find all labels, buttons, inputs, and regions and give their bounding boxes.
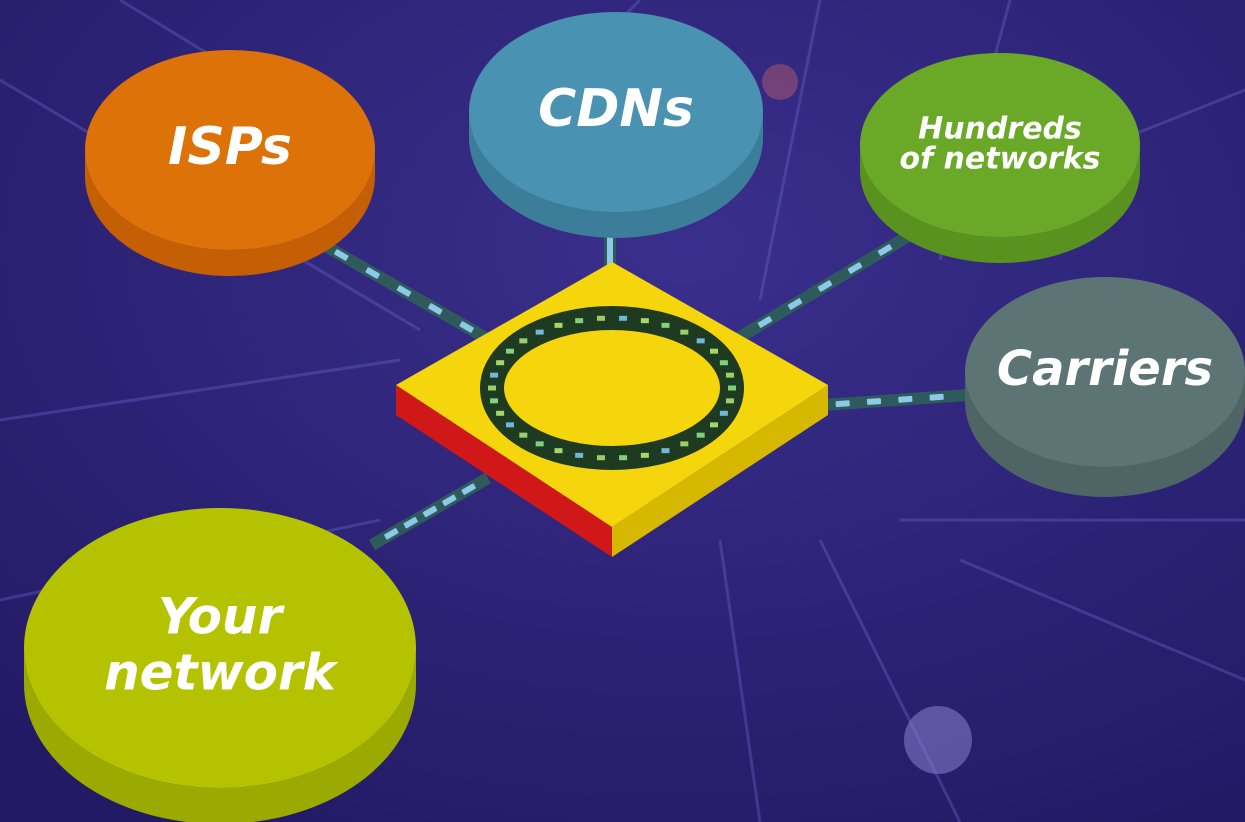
- ring-packet: [619, 455, 628, 461]
- ring-packet: [488, 385, 496, 391]
- ring-packet: [554, 448, 563, 454]
- link-your-network: [368, 472, 492, 551]
- link-hundreds: [731, 226, 919, 346]
- background-glow-orb-small: [762, 64, 798, 100]
- link-packet: [459, 321, 474, 333]
- hub-center: [514, 334, 710, 442]
- ring-packet: [505, 422, 514, 428]
- ring-packet: [490, 372, 499, 378]
- ring-packet: [710, 348, 719, 354]
- node-carriers: Carriers: [965, 277, 1245, 497]
- hub-ring-packets: [488, 315, 736, 461]
- ring-packet: [535, 441, 544, 447]
- node-side-carriers: [965, 372, 1245, 497]
- ring-packet: [575, 452, 584, 458]
- ring-packet: [596, 315, 605, 321]
- node-cdns: CDNs: [469, 12, 763, 238]
- node-side-hundreds: [860, 145, 1140, 263]
- node-isps: ISPs: [85, 50, 375, 276]
- hub-side-right: [612, 385, 828, 557]
- node-label-carriers: Carriers: [997, 341, 1213, 397]
- ring-packet: [661, 322, 670, 328]
- link-packet: [817, 280, 833, 292]
- ring-packet: [496, 360, 505, 366]
- ring-packet: [661, 448, 670, 454]
- ring-packet: [680, 329, 689, 335]
- link-isps: [307, 231, 501, 351]
- ring-packet: [519, 432, 528, 438]
- link-packet: [898, 395, 913, 403]
- node-side-isps: [85, 150, 375, 276]
- node-top-isps: [85, 50, 375, 250]
- link-packet: [866, 398, 882, 405]
- node-side-your-network: [24, 648, 416, 822]
- ring-packet: [719, 360, 728, 366]
- ring-packet: [535, 329, 544, 335]
- ring-packet: [505, 348, 514, 354]
- link-packet: [929, 393, 944, 401]
- link-packet: [847, 262, 863, 274]
- link-packet: [365, 267, 380, 279]
- link-packet: [607, 241, 613, 255]
- ring-packet: [575, 318, 584, 324]
- link-packet: [877, 244, 893, 256]
- hub-side-left: [396, 385, 612, 557]
- ring-packet: [640, 318, 649, 324]
- link-packet: [787, 298, 803, 310]
- ring-packet: [490, 398, 499, 404]
- ring-packet: [696, 432, 705, 438]
- ring-packet: [725, 398, 734, 404]
- background-glow-orb: [904, 706, 972, 774]
- ring-packet: [519, 338, 528, 344]
- link-packet: [422, 505, 438, 518]
- ring-packet: [596, 455, 605, 461]
- node-label-isps: ISPs: [168, 117, 292, 177]
- ring-packet: [696, 338, 705, 344]
- link-packet: [384, 528, 399, 540]
- exchange-hub: [396, 262, 828, 557]
- node-label-cdns: CDNs: [538, 79, 694, 139]
- ring-packet: [680, 441, 689, 447]
- link-packet: [334, 249, 349, 261]
- ring-packet: [640, 452, 649, 458]
- node-side-cdns: [469, 112, 763, 238]
- ring-packet: [619, 315, 628, 321]
- link-packet: [461, 483, 476, 495]
- ring-packet: [710, 422, 719, 428]
- link-packet: [835, 400, 850, 408]
- node-top-carriers: [965, 277, 1245, 467]
- link-packet: [757, 316, 773, 328]
- link-packet: [403, 516, 418, 529]
- node-label-hundreds: of networks: [899, 142, 1100, 177]
- node-top-hundreds: [860, 53, 1140, 237]
- node-label-hundreds: Hundreds: [918, 112, 1082, 147]
- node-top-your-network: [24, 508, 416, 788]
- node-top-cdns: [469, 12, 763, 212]
- ring-packet: [554, 322, 563, 328]
- node-label-your-network: Your: [158, 588, 286, 646]
- node-label-your-network: network: [104, 644, 339, 702]
- link-packet: [442, 494, 457, 507]
- link-packet: [396, 285, 412, 297]
- ring-packet: [496, 410, 505, 416]
- ring-packet: [725, 372, 734, 378]
- link-packet: [428, 303, 443, 315]
- ring-packet: [728, 385, 736, 391]
- ring-packet: [719, 410, 728, 416]
